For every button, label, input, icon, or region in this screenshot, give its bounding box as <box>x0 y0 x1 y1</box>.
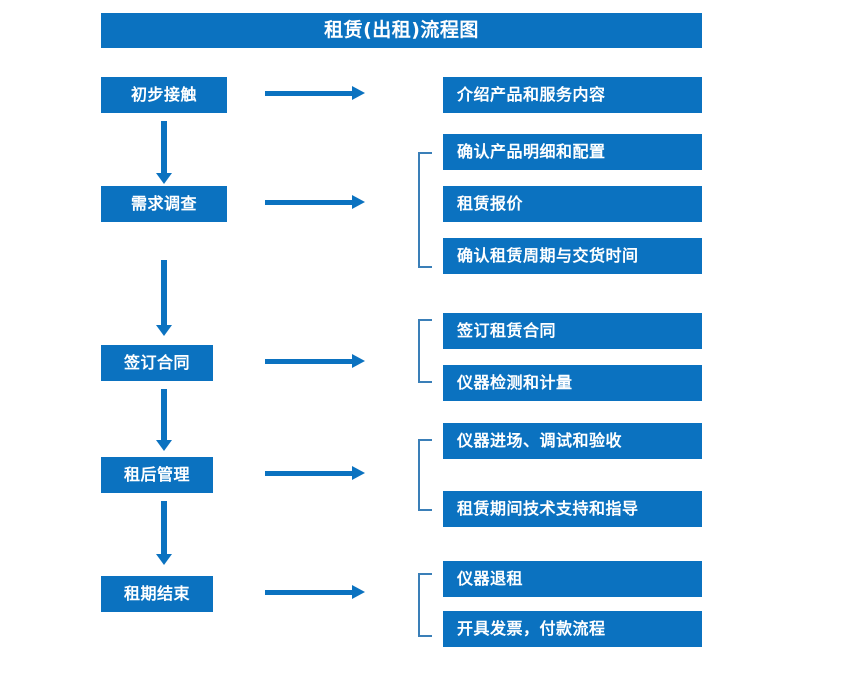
stage-box-5[interactable]: 租期结束 <box>101 576 213 612</box>
arrow-shaft <box>161 501 167 554</box>
stage-box-4[interactable]: 租后管理 <box>101 457 213 493</box>
detail-box-5-1[interactable]: 仪器退租 <box>443 561 702 597</box>
arrow-shaft <box>161 389 167 440</box>
arrow-head-icon <box>352 585 365 599</box>
arrow-head-icon <box>156 173 172 184</box>
arrow-head-icon <box>352 466 365 480</box>
stage-box-3[interactable]: 签订合同 <box>101 345 213 381</box>
arrow-head-icon <box>156 554 172 565</box>
detail-box-4-2[interactable]: 租赁期间技术支持和指导 <box>443 491 702 527</box>
detail-box-1-1[interactable]: 介绍产品和服务内容 <box>443 77 702 113</box>
detail-box-2-1[interactable]: 确认产品明细和配置 <box>443 134 702 170</box>
arrow-shaft <box>265 91 353 96</box>
arrow-shaft <box>265 200 353 205</box>
flow-arrow-right-2 <box>265 195 365 209</box>
flow-arrow-right-4 <box>265 466 365 480</box>
stage-box-2[interactable]: 需求调查 <box>101 186 227 222</box>
detail-box-2-3[interactable]: 确认租赁周期与交货时间 <box>443 238 702 274</box>
group-bracket-5 <box>418 573 432 637</box>
detail-box-3-1[interactable]: 签订租赁合同 <box>443 313 702 349</box>
arrow-shaft <box>161 260 167 325</box>
flow-arrow-down-4 <box>156 501 172 565</box>
arrow-shaft <box>265 359 353 364</box>
group-bracket-2 <box>418 152 432 268</box>
flow-arrow-right-1 <box>265 86 365 100</box>
flow-arrow-down-2 <box>156 260 172 336</box>
arrow-head-icon <box>352 354 365 368</box>
flow-arrow-down-3 <box>156 389 172 451</box>
arrow-shaft <box>265 471 353 476</box>
arrow-head-icon <box>156 325 172 336</box>
detail-box-4-1[interactable]: 仪器进场、调试和验收 <box>443 423 702 459</box>
detail-box-2-2[interactable]: 租赁报价 <box>443 186 702 222</box>
diagram-title: 租赁(出租)流程图 <box>101 13 702 48</box>
detail-box-5-2[interactable]: 开具发票，付款流程 <box>443 611 702 647</box>
arrow-shaft <box>265 590 353 595</box>
stage-box-1[interactable]: 初步接触 <box>101 77 227 113</box>
flow-arrow-right-5 <box>265 585 365 599</box>
detail-box-3-2[interactable]: 仪器检测和计量 <box>443 365 702 401</box>
group-bracket-3 <box>418 319 432 383</box>
arrow-shaft <box>161 121 167 173</box>
flow-arrow-right-3 <box>265 354 365 368</box>
arrow-head-icon <box>352 86 365 100</box>
flow-arrow-down-1 <box>156 121 172 184</box>
group-bracket-4 <box>418 439 432 511</box>
arrow-head-icon <box>156 440 172 451</box>
arrow-head-icon <box>352 195 365 209</box>
